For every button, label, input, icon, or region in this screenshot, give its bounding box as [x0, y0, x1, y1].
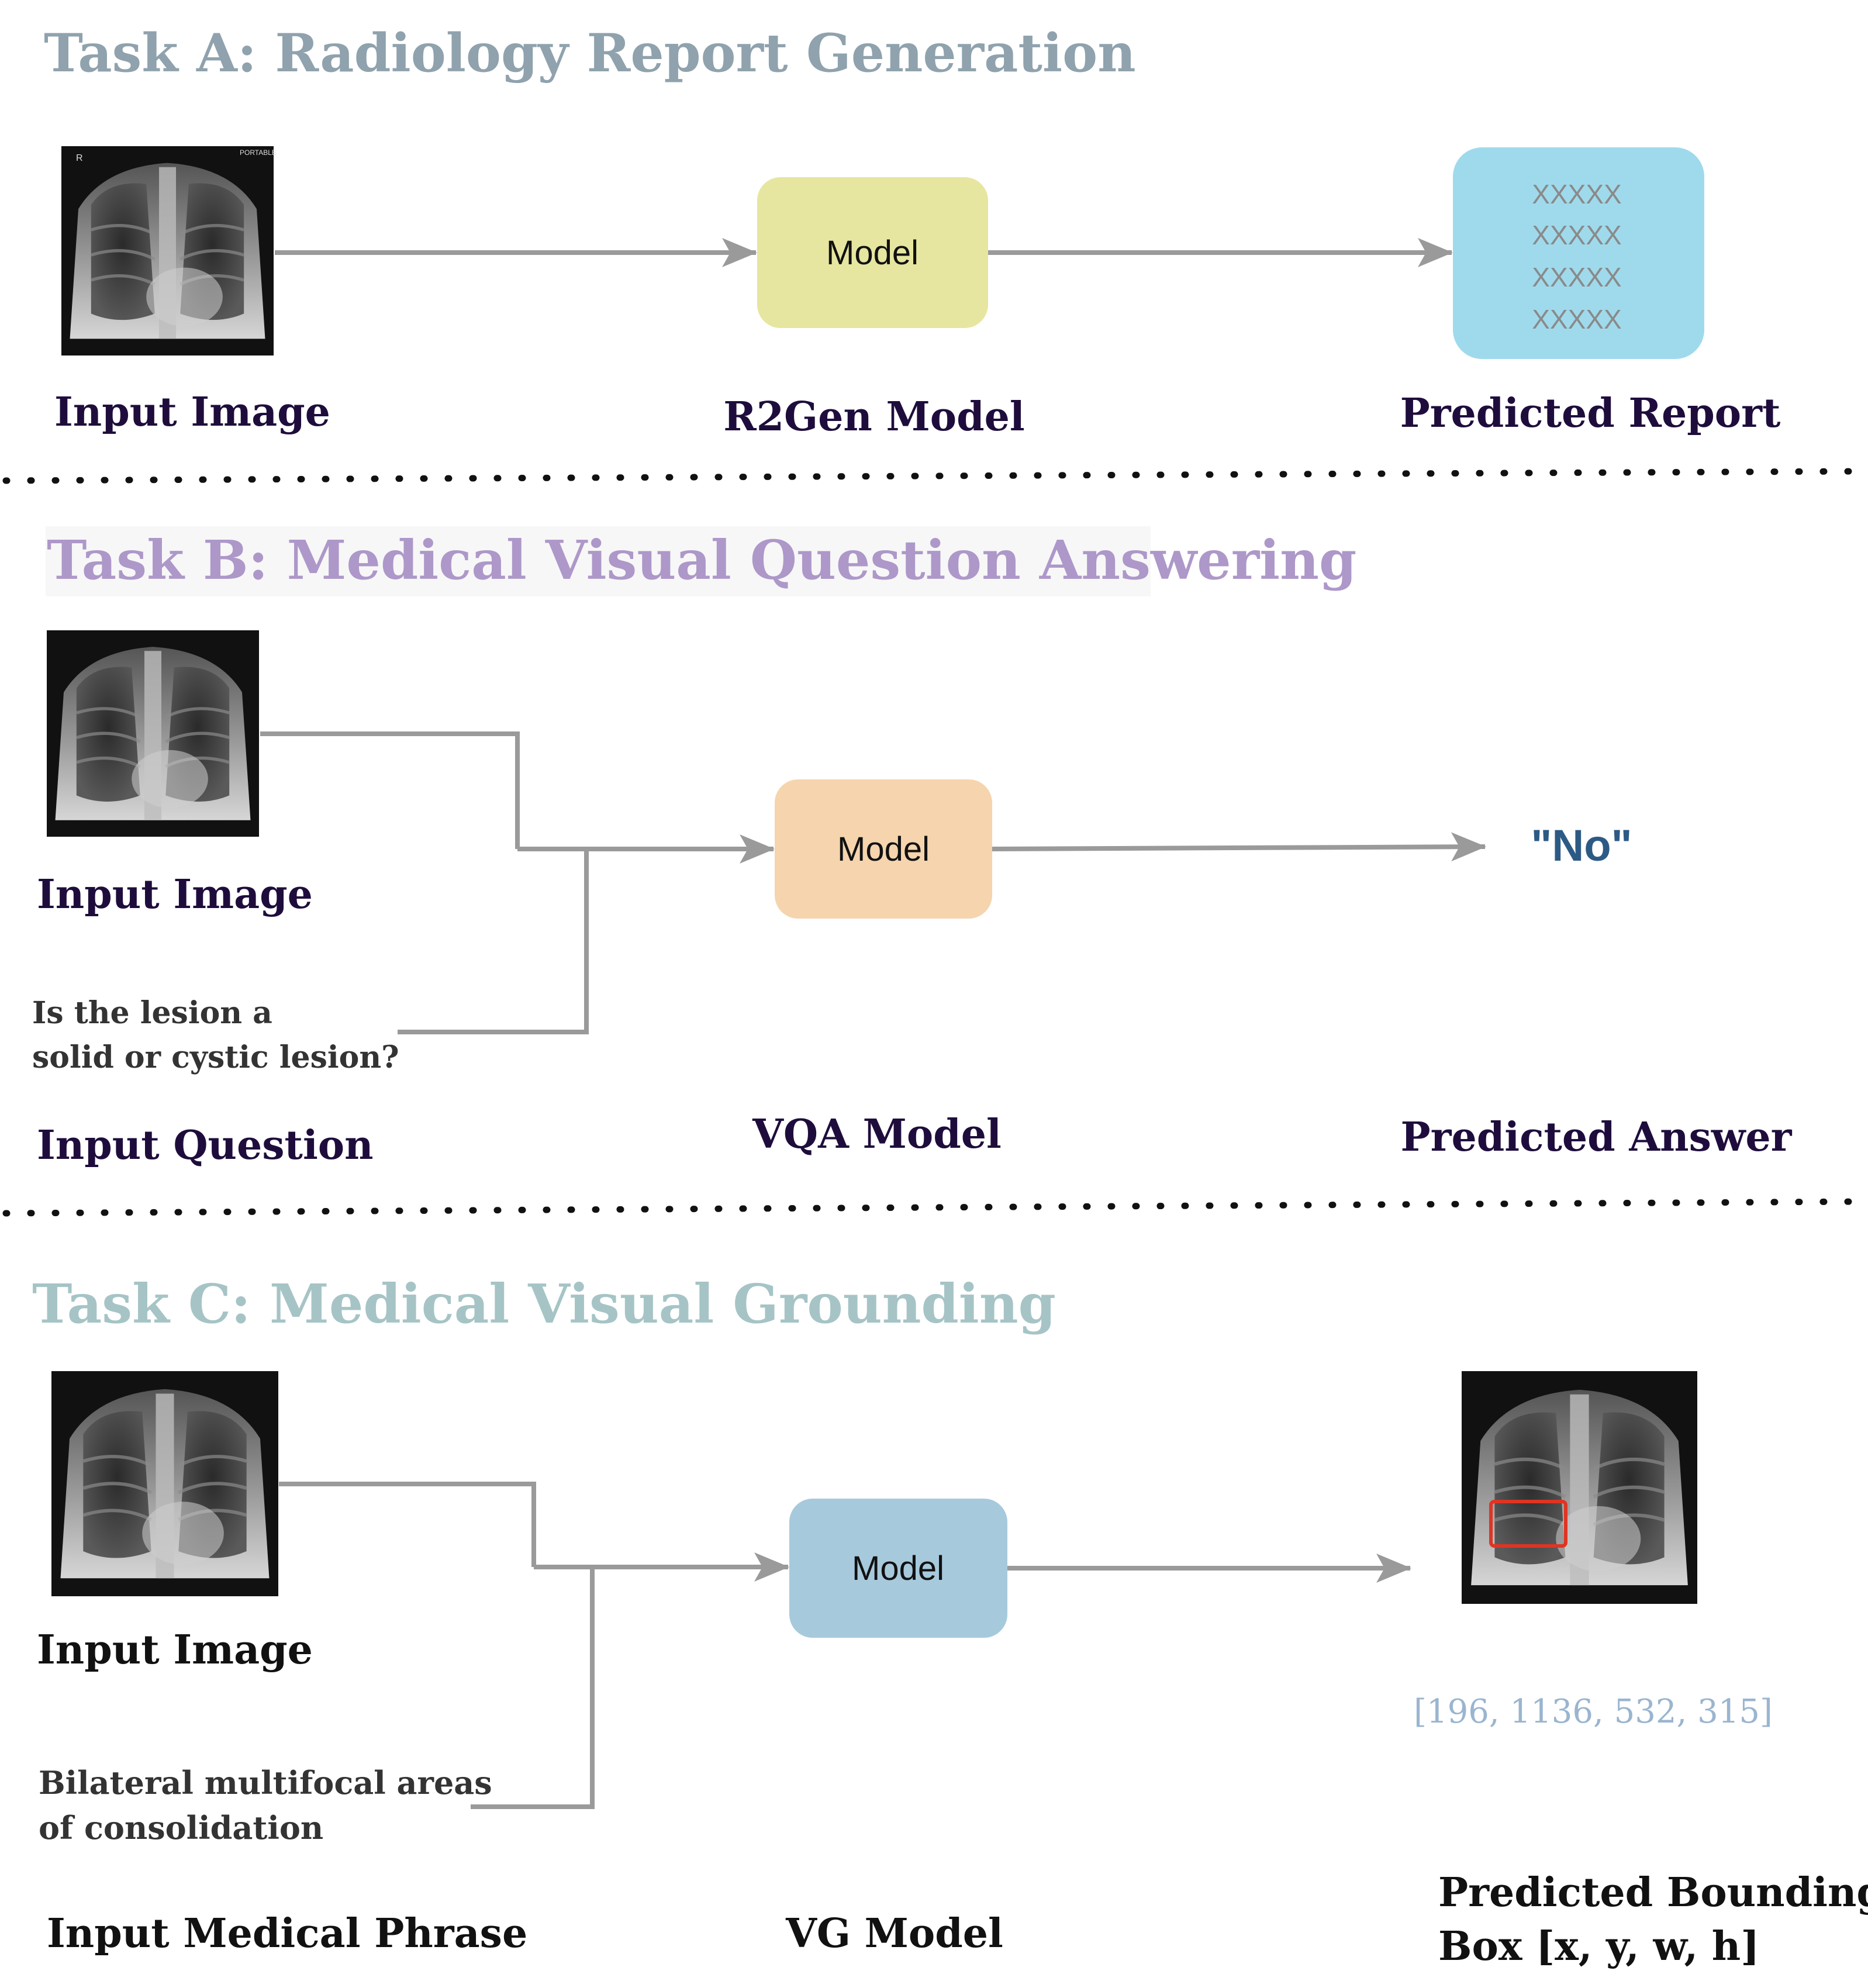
task-c-input-image-label: Input Image: [37, 1627, 313, 1673]
task-a-model-box: Model: [757, 177, 988, 328]
task-b-model-box: Model: [775, 779, 992, 919]
report-line: XXXXX: [1532, 262, 1621, 292]
task-c-bbox-values: [196, 1136, 532, 315]: [1414, 1693, 1773, 1731]
task-b-connector-question: [398, 849, 589, 1034]
task-a-title: Task A: Radiology Report Generation: [44, 22, 1136, 84]
task-a-report-box: XXXXX XXXXX XXXXX XXXXX: [1453, 147, 1704, 359]
task-c-output-label-line: Predicted Bounding: [1438, 1869, 1868, 1916]
task-c-phrase-line: of consolidation: [39, 1809, 323, 1847]
report-line: XXXXX: [1532, 179, 1621, 209]
task-a-input-label: Input Image: [54, 389, 330, 436]
task-b-question-line: solid or cystic lesion?: [32, 1040, 399, 1075]
report-line: XXXXX: [1532, 220, 1621, 250]
task-b-input-xray: [47, 630, 259, 837]
task-c-phrase-line: Bilateral multifocal areas: [39, 1764, 492, 1801]
task-b-connector-image: [260, 731, 520, 849]
task-b-model-label: VQA Model: [752, 1111, 1002, 1158]
separator-ab: [2, 468, 1863, 484]
task-a-input-xray: R PORTABLE: [61, 146, 277, 356]
svg-text:R: R: [76, 153, 83, 163]
task-b-input-question-label: Input Question: [37, 1122, 374, 1169]
task-c-title: Task C: Medical Visual Grounding: [32, 1272, 1056, 1335]
task-c-connector-image: [279, 1482, 536, 1567]
task-c-output-label-line: Box [x, y, w, h]: [1438, 1923, 1759, 1970]
task-c-connector-phrase: [471, 1567, 595, 1809]
task-b-title: Task B: Medical Visual Question Answerin…: [47, 529, 1356, 592]
task-c-model-box-label: Model: [852, 1549, 944, 1587]
task-b-question-line: Is the lesion a: [32, 995, 272, 1031]
svg-text:PORTABLE: PORTABLE: [240, 149, 277, 157]
task-b-input-image-label: Input Image: [37, 871, 313, 918]
task-c-model-box: Model: [789, 1499, 1007, 1638]
task-b-model-box-label: Model: [837, 830, 930, 868]
predicted-bounding-box: [1489, 1500, 1567, 1548]
task-b-arrow-model-to-answer: [992, 832, 1486, 862]
task-a-model-box-label: Model: [826, 234, 919, 272]
task-c-input-xray: [51, 1371, 278, 1596]
task-c-output-xray: [1462, 1371, 1697, 1604]
task-c-input-phrase-label: Input Medical Phrase: [47, 1910, 527, 1957]
separator-bc: [2, 1198, 1863, 1217]
task-b-output-label: Predicted Answer: [1400, 1114, 1792, 1161]
task-a-output-label: Predicted Report: [1400, 390, 1781, 437]
report-line: XXXXX: [1532, 304, 1621, 334]
task-a-model-label: R2Gen Model: [723, 394, 1025, 440]
task-b-title-highlight: [46, 526, 1151, 596]
task-b-answer: "No": [1531, 821, 1632, 871]
task-c-model-label: VG Model: [785, 1910, 1003, 1957]
